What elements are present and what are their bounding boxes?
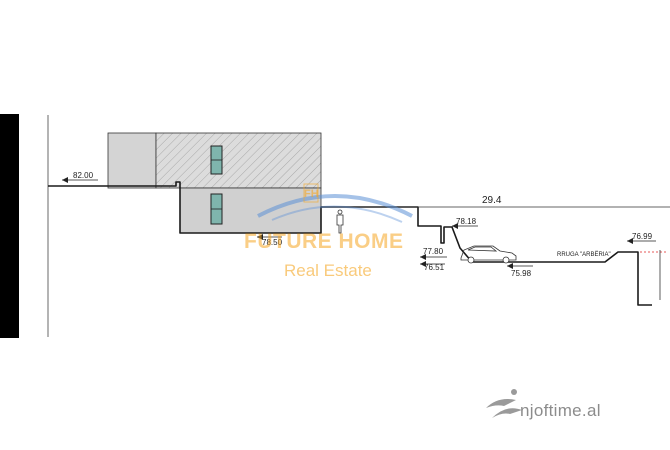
building-lower xyxy=(179,187,322,234)
human-figure-icon xyxy=(336,209,344,234)
building-upper-hatched xyxy=(155,132,322,189)
njoftime-watermark: njoftime.al xyxy=(486,389,601,420)
svg-text:76.99: 76.99 xyxy=(632,232,653,241)
terrain-profile xyxy=(48,181,652,306)
elevation-marker-82-00: 82.00 xyxy=(62,171,98,183)
building-upper xyxy=(107,132,322,189)
elevation-marker-76-51: 76.51 xyxy=(420,261,445,272)
svg-text:78.18: 78.18 xyxy=(456,217,477,226)
watermark-title: FUTURE HOME xyxy=(244,230,404,253)
elevation-marker-78-18: 78.18 xyxy=(452,217,478,229)
elevation-marker-78-50: 78.50 xyxy=(257,234,283,247)
brand-text: njoftime.al xyxy=(520,401,601,420)
elevation-marker-75-98: 75.98 xyxy=(507,263,533,278)
swoosh-icon xyxy=(486,389,522,418)
car-icon xyxy=(460,245,517,264)
left-edge-bar xyxy=(0,114,19,338)
svg-text:FH: FH xyxy=(304,188,319,200)
building-upper-solid xyxy=(107,132,157,189)
dimension-29-4: 29.4 xyxy=(482,195,502,206)
svg-text:75.98: 75.98 xyxy=(511,269,532,278)
house-logo-icon: FH xyxy=(257,183,413,223)
elevation-marker-77-80: 77.80 xyxy=(420,247,447,260)
svg-text:76.51: 76.51 xyxy=(424,263,445,272)
svg-text:82.00: 82.00 xyxy=(73,171,94,180)
elevation-marker-76-99: 76.99 xyxy=(627,232,656,244)
building-lower-body xyxy=(179,187,322,234)
watermark-subtitle: Real Estate xyxy=(284,261,372,280)
future-home-watermark: FH FUTURE HOME Real Estate xyxy=(244,183,413,280)
road-name-label: RRUGA "ARBËRIA" xyxy=(557,251,611,258)
svg-text:77.80: 77.80 xyxy=(423,247,444,256)
svg-text:78.50: 78.50 xyxy=(262,238,283,247)
